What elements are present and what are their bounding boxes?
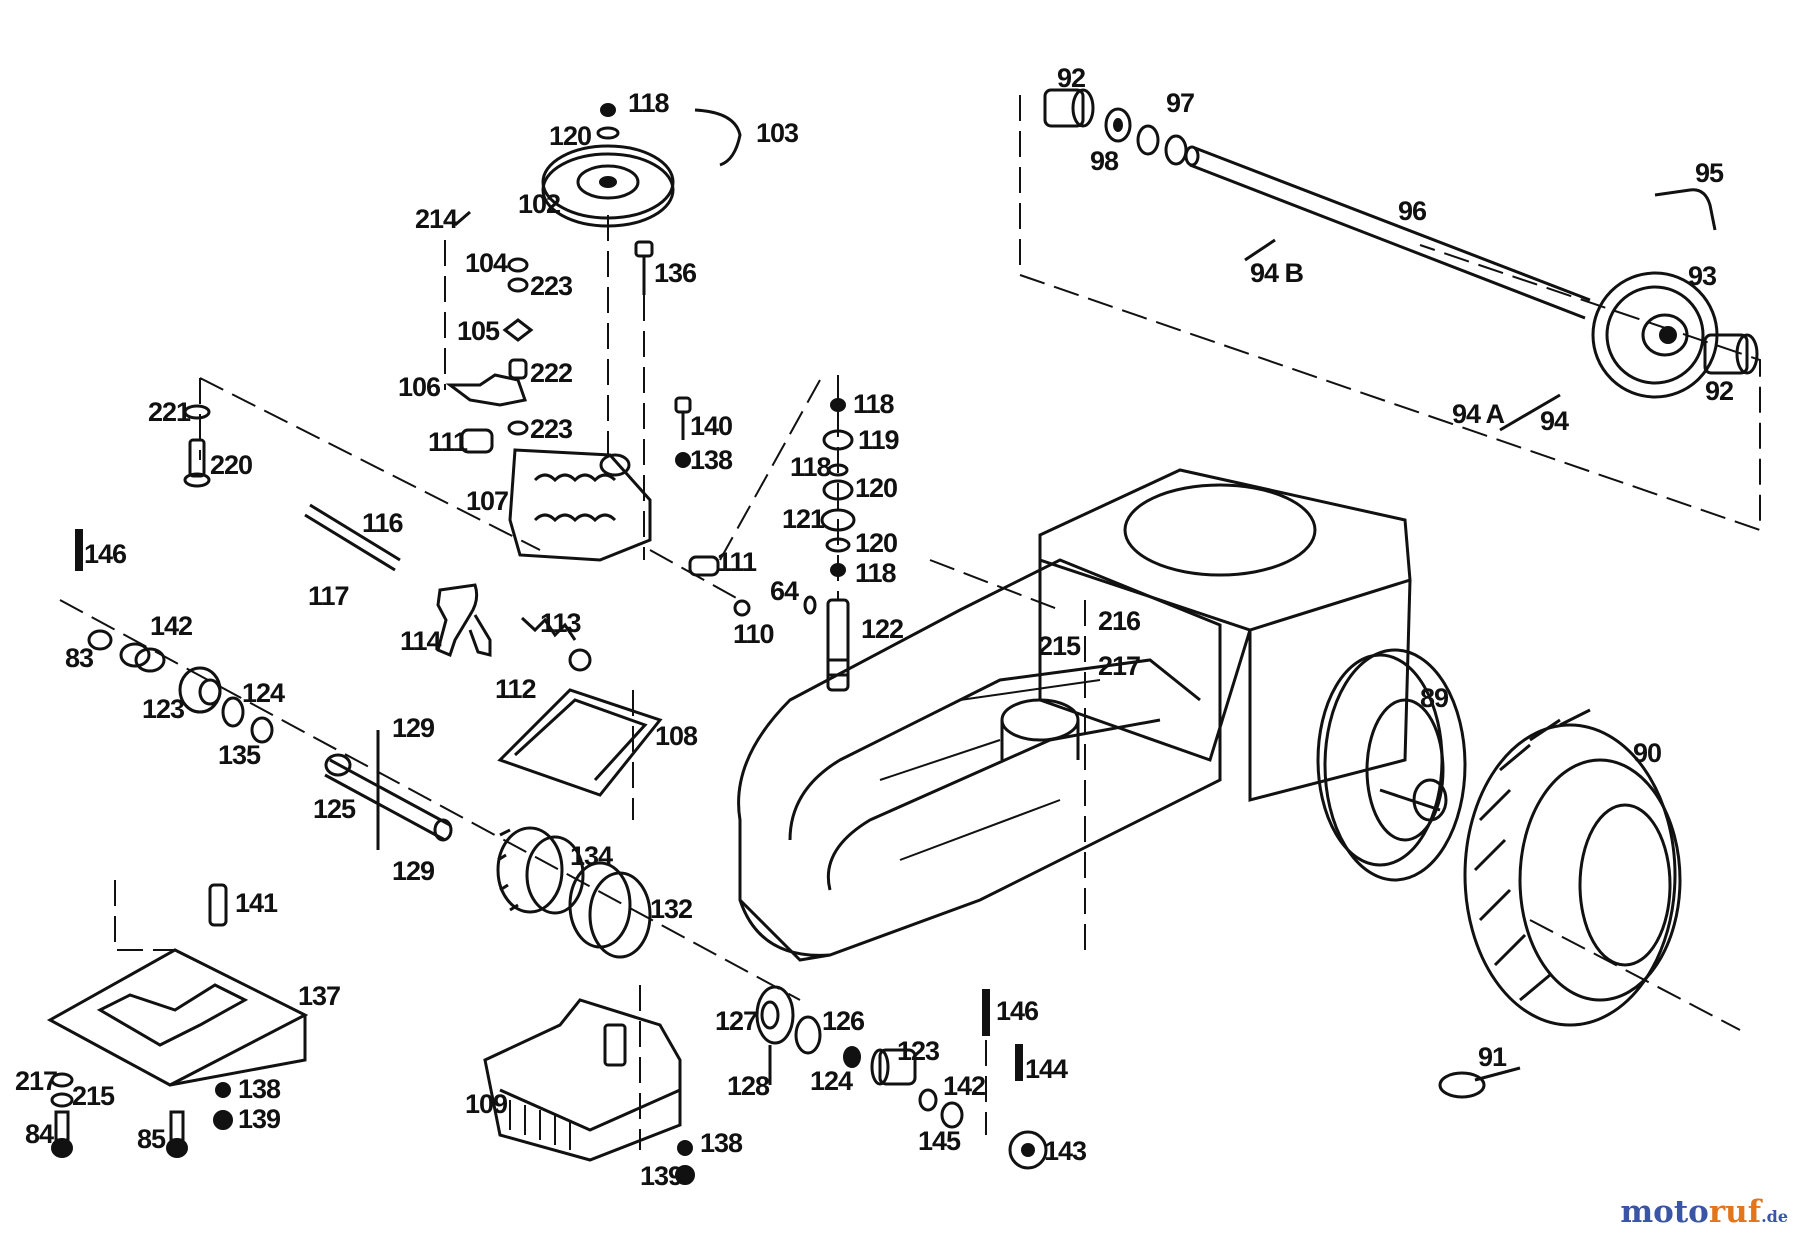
label-111-b: 111: [717, 547, 757, 577]
label-91: 91: [1478, 1042, 1507, 1072]
label-95: 95: [1695, 158, 1724, 188]
label-129-a: 129: [392, 713, 435, 743]
label-144: 144: [1025, 1054, 1068, 1084]
label-139-a: 139: [238, 1104, 281, 1134]
label-214: 214: [415, 204, 458, 234]
pulley-assembly: [183, 103, 751, 820]
label-123-a: 123: [142, 694, 185, 724]
label-118-b: 118: [853, 389, 895, 419]
label-123-b: 123: [897, 1036, 940, 1066]
label-134: 134: [570, 841, 613, 871]
label-111-a: 111: [428, 427, 468, 457]
label-64: 64: [770, 576, 799, 606]
label-84: 84: [25, 1119, 54, 1149]
label-118-c: 118: [790, 452, 832, 482]
part-labels: 118 120 103 102 214 104 223 136 105 222 …: [15, 63, 1734, 1191]
label-126: 126: [822, 1006, 865, 1036]
label-118-a: 118: [628, 88, 670, 118]
gearbox-housing: [737, 468, 1412, 962]
label-116: 116: [362, 508, 404, 538]
spindle-stack: [719, 375, 856, 692]
label-143: 143: [1044, 1136, 1087, 1166]
label-120-b: 120: [855, 473, 897, 503]
label-138-b: 138: [238, 1074, 281, 1104]
watermark-text-c: .de: [1761, 1207, 1788, 1226]
label-132: 132: [650, 894, 692, 924]
label-94: 94: [1540, 406, 1569, 436]
label-102: 102: [518, 189, 560, 219]
watermark-text-b: ruf: [1708, 1194, 1762, 1230]
label-120-a: 120: [549, 121, 591, 151]
label-221: 221: [148, 397, 191, 427]
label-128: 128: [727, 1071, 770, 1101]
base-plate: [46, 880, 309, 1158]
label-121: 121: [782, 504, 825, 534]
label-122: 122: [861, 614, 903, 644]
label-142-b: 142: [943, 1071, 985, 1101]
label-223-a: 223: [530, 271, 573, 301]
label-83: 83: [65, 643, 94, 673]
label-108: 108: [655, 721, 698, 751]
watermark-text-a: moto: [1620, 1194, 1709, 1230]
label-113: 113: [540, 608, 582, 638]
label-146-a: 146: [84, 539, 127, 569]
wheel-assembly: [1316, 648, 1741, 1099]
label-137: 137: [298, 981, 340, 1011]
label-217-a: 217: [15, 1066, 57, 1096]
label-103: 103: [756, 118, 799, 148]
label-140: 140: [690, 411, 732, 441]
label-89: 89: [1420, 683, 1449, 713]
label-138-a: 138: [690, 445, 733, 475]
label-222: 222: [530, 358, 572, 388]
label-92-a: 92: [1057, 63, 1085, 93]
countershaft-assembly: [59, 529, 1048, 1170]
label-110: 110: [733, 619, 774, 649]
label-139-b: 139: [640, 1161, 683, 1191]
label-97: 97: [1166, 88, 1194, 118]
label-215-a: 215: [72, 1081, 115, 1111]
axle-assembly: [1019, 88, 1761, 532]
label-129-b: 129: [392, 856, 435, 886]
label-98: 98: [1090, 146, 1119, 176]
watermark-logo: motoruf.de: [1620, 1194, 1788, 1230]
label-106: 106: [398, 372, 441, 402]
label-220: 220: [210, 450, 252, 480]
label-107: 107: [466, 486, 508, 516]
label-119: 119: [858, 425, 900, 455]
label-85: 85: [137, 1124, 166, 1154]
label-114: 114: [400, 626, 442, 656]
label-117: 117: [308, 581, 349, 611]
label-127: 127: [715, 1006, 757, 1036]
label-141: 141: [235, 888, 278, 918]
label-223-b: 223: [530, 414, 573, 444]
label-104: 104: [465, 248, 508, 278]
label-145: 145: [918, 1126, 961, 1156]
label-96: 96: [1398, 196, 1427, 226]
label-142-a: 142: [150, 611, 192, 641]
label-124-a: 124: [242, 678, 285, 708]
label-216: 216: [1098, 606, 1141, 636]
label-125: 125: [313, 794, 356, 824]
label-217-b: 217: [1098, 651, 1140, 681]
label-109: 109: [465, 1089, 508, 1119]
label-138-c: 138: [700, 1128, 743, 1158]
label-118-d: 118: [855, 558, 897, 588]
label-120-c: 120: [855, 528, 897, 558]
label-146-b: 146: [996, 996, 1039, 1026]
label-93: 93: [1688, 261, 1717, 291]
label-135: 135: [218, 740, 261, 770]
label-92-b: 92: [1705, 376, 1733, 406]
label-90: 90: [1633, 738, 1661, 768]
label-215-b: 215: [1038, 631, 1081, 661]
label-105: 105: [457, 316, 500, 346]
gear-cover: [483, 985, 695, 1185]
label-94b: 94 B: [1250, 258, 1304, 288]
label-136: 136: [654, 258, 697, 288]
label-124-b: 124: [810, 1066, 853, 1096]
label-94a: 94 A: [1452, 399, 1505, 429]
label-112: 112: [495, 674, 536, 704]
